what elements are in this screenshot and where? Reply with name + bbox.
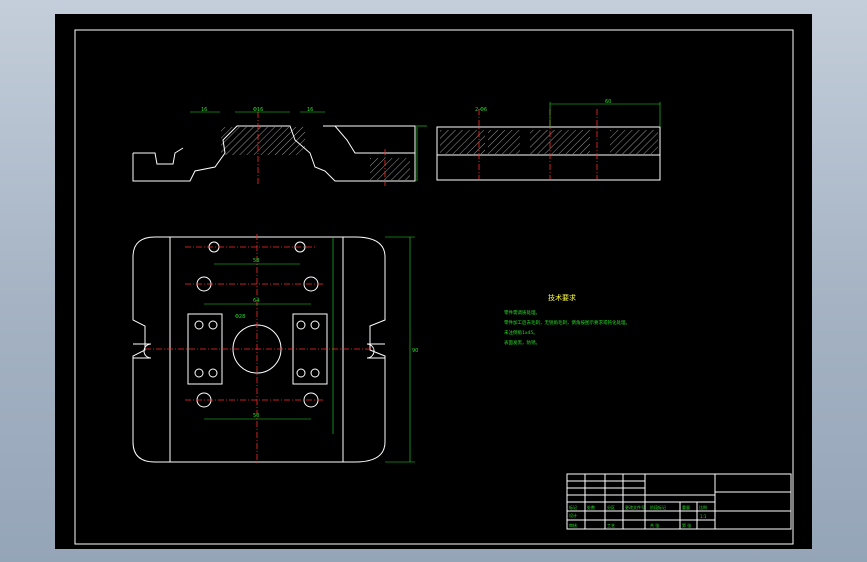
inner-border	[74, 29, 794, 545]
dim-center-bore: Φ28	[235, 314, 245, 320]
tb-count: 处数	[587, 504, 595, 510]
dim-section-c: 16	[307, 107, 313, 113]
tb-change-doc: 更改文件号	[625, 504, 645, 510]
cad-drawing-canvas[interactable]: 16 Φ16 16 60 2-Φ6	[55, 14, 812, 549]
tech-req-line-2: 零件加工后去毛刺，无锐角毛刺，倒角按图示要求或钝化处理。	[504, 319, 630, 326]
dim-hole-spacing-bottom: 50	[253, 413, 259, 419]
tb-scale-value: 1:1	[700, 514, 707, 519]
tb-scale: 比例	[699, 504, 707, 510]
front-section-view: 16 Φ16 16	[132, 107, 427, 186]
dim-hole-spacing-mid: 64	[253, 298, 259, 304]
tb-check: 审核	[569, 522, 577, 528]
side-section-view: 60 2-Φ6	[436, 99, 661, 181]
dim-plan-height: 90	[412, 348, 418, 354]
tech-req-line-1: 零件需调质处理。	[504, 309, 540, 316]
title-block: 标记 处数 分区 更改文件号 设计 审核 工艺 阶段标记 重量 比例 1:1 共…	[566, 473, 792, 530]
tb-weight: 重量	[682, 504, 690, 510]
tb-process: 工艺	[607, 523, 615, 528]
dim-hole-spacing-top: 58	[253, 258, 259, 264]
tb-sheet-count: 共 张	[650, 522, 659, 528]
plan-view: 58 64 50 90 Φ28	[132, 234, 418, 464]
tech-req-title: 技术要求	[548, 293, 576, 302]
tech-req-line-3: 未注倒角1x45。	[504, 329, 538, 336]
tech-req-line-4: 表面发黑，防锈。	[504, 339, 540, 346]
dim-right-section-width: 60	[605, 99, 611, 105]
drawing-sheet[interactable]: 16 Φ16 16 60 2-Φ6	[55, 14, 812, 549]
tb-page: 第 张	[682, 522, 691, 528]
dim-section-a: 16	[201, 107, 207, 113]
tb-zone: 分区	[607, 504, 615, 510]
tb-design: 设计	[569, 512, 577, 518]
dim-section-b: Φ16	[253, 107, 263, 113]
dim-right-section-small: 2-Φ6	[475, 107, 487, 113]
tb-mark: 标记	[569, 504, 577, 510]
tb-stage: 阶段标记	[650, 504, 666, 510]
technical-requirements: 技术要求 零件需调质处理。 零件加工后去毛刺，无锐角毛刺，倒角按图示要求或钝化处…	[504, 293, 630, 346]
